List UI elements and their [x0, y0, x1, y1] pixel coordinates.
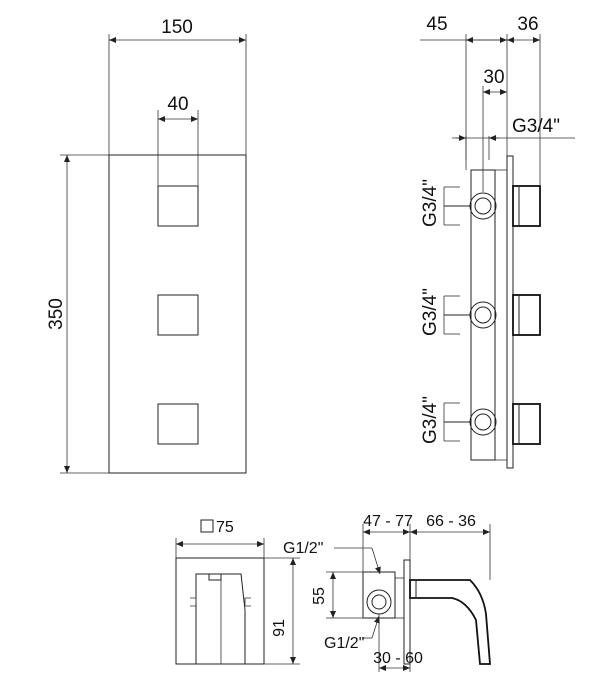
height-label: 350 [46, 298, 67, 330]
front-view: 150 40 350 [46, 17, 247, 474]
port-label-middle: G3/4" [420, 288, 441, 336]
bottom-range-label: 30 - 60 [373, 650, 423, 667]
side-view: G3/4" G3/4" G3/4" 45 36 30 G3/4" [420, 14, 575, 469]
small-front-view: 75 91 [175, 519, 300, 665]
port-middle [443, 295, 497, 335]
side-knob-middle [512, 294, 541, 336]
protrusion-label: 36 [517, 14, 538, 35]
front-knob-middle [157, 294, 199, 336]
front-knob-top [157, 185, 199, 227]
outlet-label: G1/2" [324, 635, 364, 652]
small-side-height-label: 55 [311, 587, 328, 605]
port-label-top: G3/4" [420, 179, 441, 227]
small-side-handle [409, 579, 491, 665]
side-knob-bottom [512, 403, 541, 445]
small-wall-plate [403, 559, 411, 665]
knob-label: 40 [167, 94, 188, 115]
port-label-bottom: G3/4" [420, 396, 441, 444]
side-plate [506, 155, 514, 469]
thread-top-label: G3/4" [512, 116, 560, 137]
small-height-label: 91 [271, 619, 288, 637]
inner-label: 30 [483, 67, 504, 88]
port-bottom [443, 402, 497, 442]
square-symbol [200, 519, 214, 533]
front-knob-bottom [157, 403, 199, 445]
small-front-handle [195, 573, 246, 665]
protrusion-range-label: 66 - 36 [426, 513, 476, 530]
depth-label: 45 [426, 14, 447, 35]
small-side-view: 55 47 - 77 66 - 36 G1/2" G1/2" 30 - 60 [283, 513, 491, 672]
port-top [443, 186, 497, 226]
square-label: 75 [216, 519, 234, 536]
width-label: 150 [161, 17, 193, 38]
side-knob-top [512, 185, 541, 227]
inlet-label: G1/2" [283, 540, 323, 557]
front-plate [108, 154, 247, 474]
small-port-circle [366, 589, 392, 615]
depth-range-label: 47 - 77 [363, 513, 413, 530]
